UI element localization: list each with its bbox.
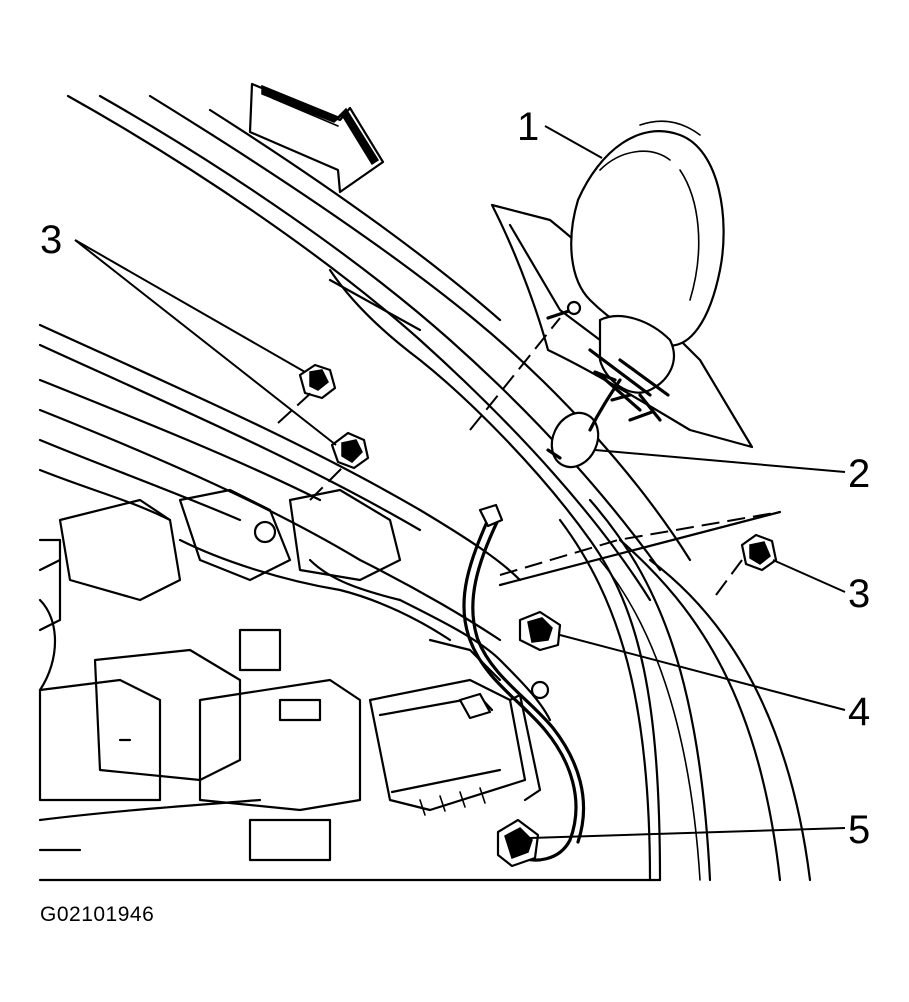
harness-connector — [496, 818, 540, 868]
alignment-lines — [277, 317, 782, 596]
door-frame-pillar — [66, 94, 812, 882]
callout-5: 5 — [848, 808, 870, 852]
nut-upper-left — [298, 363, 337, 400]
wire-harness — [462, 503, 586, 862]
nut-right — [740, 533, 778, 572]
callout-3-left: 3 — [40, 218, 62, 262]
callout-3-right: 3 — [848, 572, 870, 616]
outside-mirror — [490, 120, 754, 449]
inner-door-panel — [38, 323, 662, 882]
mirror-studs — [546, 300, 654, 422]
callout-4: 4 — [848, 690, 870, 734]
front-direction-arrow-icon — [248, 82, 385, 194]
wire-grommet — [546, 378, 622, 469]
callout-2: 2 — [848, 452, 870, 496]
control-module — [368, 678, 542, 816]
connector-clip — [518, 610, 562, 652]
callout-1: 1 — [517, 105, 539, 149]
callout-leaders — [74, 125, 846, 839]
figure-id-label: G02101946 — [40, 903, 155, 926]
nut-middle-left — [330, 431, 370, 470]
